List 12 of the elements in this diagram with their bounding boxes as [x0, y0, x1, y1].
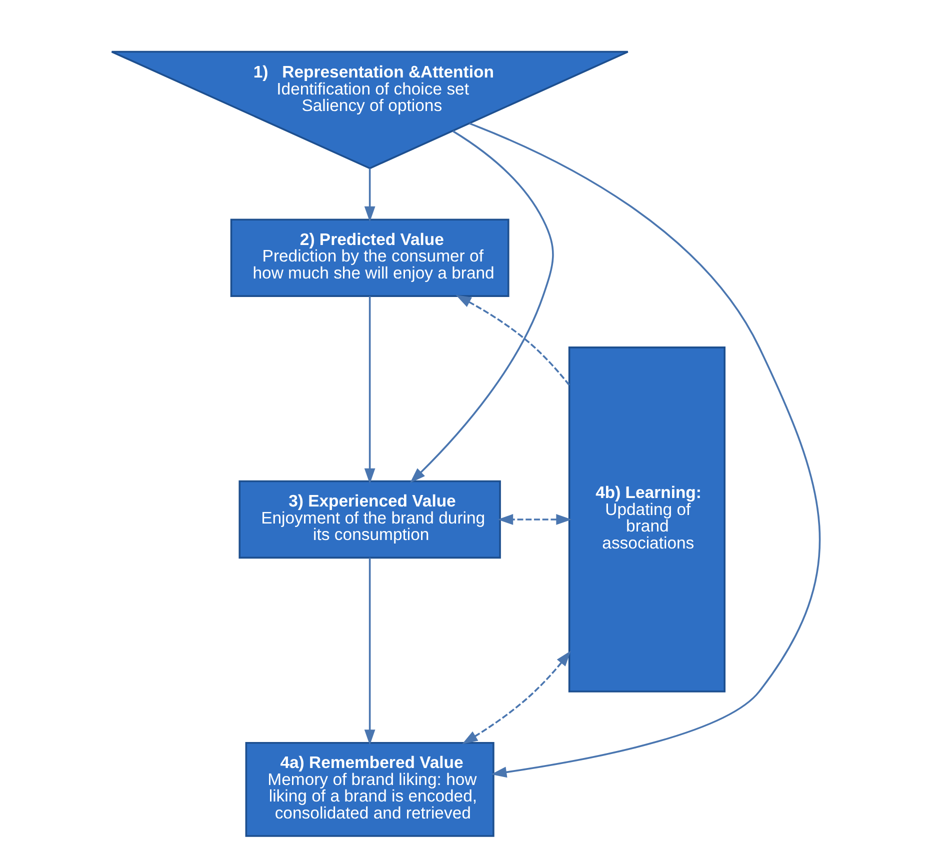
node-box: 3) Experienced Value Enjoyment of the brand during its consumption [238, 480, 501, 559]
node-box: 4a) Remembered Value Memory of brand liking: how liking of a brand is encoded, consolidated and retrieved [245, 742, 494, 837]
arrow [410, 130, 554, 483]
node-box: 2) Predicted Value Prediction by the consumer of how much she will enjoy a brand [230, 218, 510, 297]
arrow [364, 558, 376, 746]
arrow [364, 168, 376, 222]
node-box: 4b) Learning: Updating of brand associations [568, 346, 726, 692]
arrow [469, 122, 820, 778]
arrow [456, 294, 570, 386]
arrow [364, 296, 376, 484]
arrow [462, 650, 571, 744]
arrow [498, 514, 572, 525]
